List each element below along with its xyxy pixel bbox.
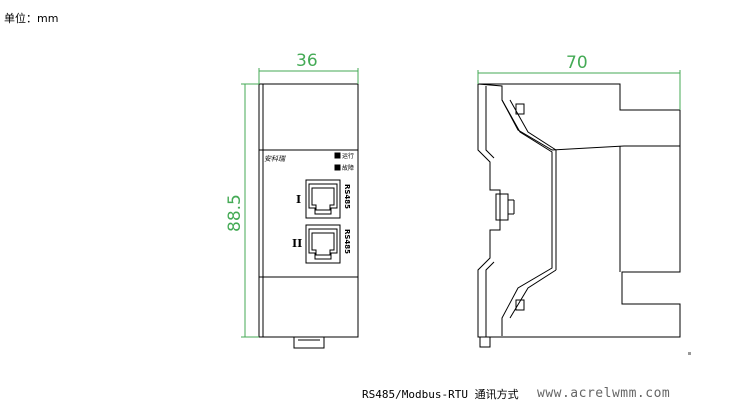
rs485-port-1-socket <box>308 183 338 215</box>
front-height-dimension <box>241 83 259 338</box>
port-2-label: RS485 <box>343 229 351 254</box>
rs485-port-1 <box>305 179 341 219</box>
side-inner-curve <box>501 99 553 336</box>
front-width-dimension <box>258 68 359 84</box>
side-inner-curve-2 <box>509 99 557 151</box>
rs485-port-2-socket <box>308 228 338 260</box>
rs485-port-2-inner <box>311 232 335 256</box>
port-2-numeral: II <box>292 237 302 250</box>
indicator-run-square <box>334 152 341 159</box>
side-latch <box>495 193 509 221</box>
side-dot <box>688 352 691 355</box>
indicator-fault-label: 故障 <box>342 164 354 172</box>
rs485-port-2 <box>305 224 341 264</box>
indicator-fault-square <box>334 164 341 171</box>
port-1-label: RS485 <box>343 184 351 209</box>
brand-text: 安科瑞 <box>264 155 286 163</box>
side-view <box>477 83 691 355</box>
caption: RS485/Modbus-RTU 通讯方式 <box>362 388 519 401</box>
unit-label: 单位：mm <box>4 12 59 25</box>
side-inner-left-bottom <box>485 261 495 337</box>
front-height-value: 88.5 <box>225 194 245 232</box>
side-width-value: 70 <box>566 53 588 73</box>
website: www.acrelwmm.com <box>537 386 671 401</box>
front-width-value: 36 <box>296 51 318 71</box>
front-view <box>258 83 359 349</box>
side-screw-top <box>515 103 525 115</box>
rs485-port-1-inner <box>311 187 335 211</box>
side-screw-bottom <box>515 299 525 311</box>
indicator-run-label: 运行 <box>342 152 354 160</box>
front-body-outline <box>258 83 359 338</box>
side-top-profile <box>477 83 681 151</box>
side-inner-left-top <box>485 86 495 159</box>
port-1-numeral: I <box>296 193 301 206</box>
side-din-clip <box>479 336 491 348</box>
side-inner-curve-3 <box>509 269 557 319</box>
side-outer-profile <box>477 84 681 338</box>
front-din-clip <box>293 336 325 349</box>
side-width-dimension <box>477 70 681 110</box>
